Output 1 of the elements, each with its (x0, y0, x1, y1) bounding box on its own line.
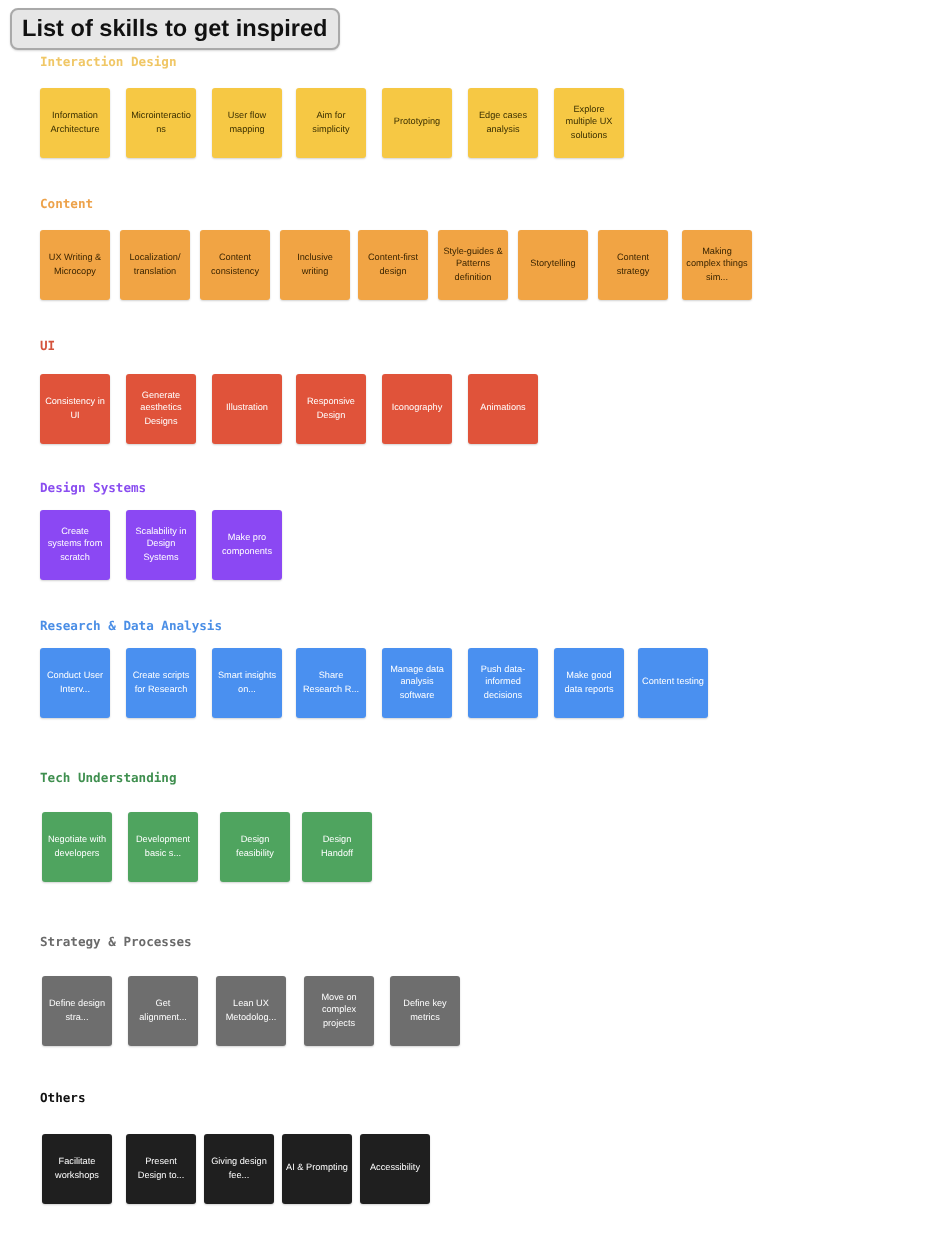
title: List of skills to get inspired (10, 8, 340, 50)
